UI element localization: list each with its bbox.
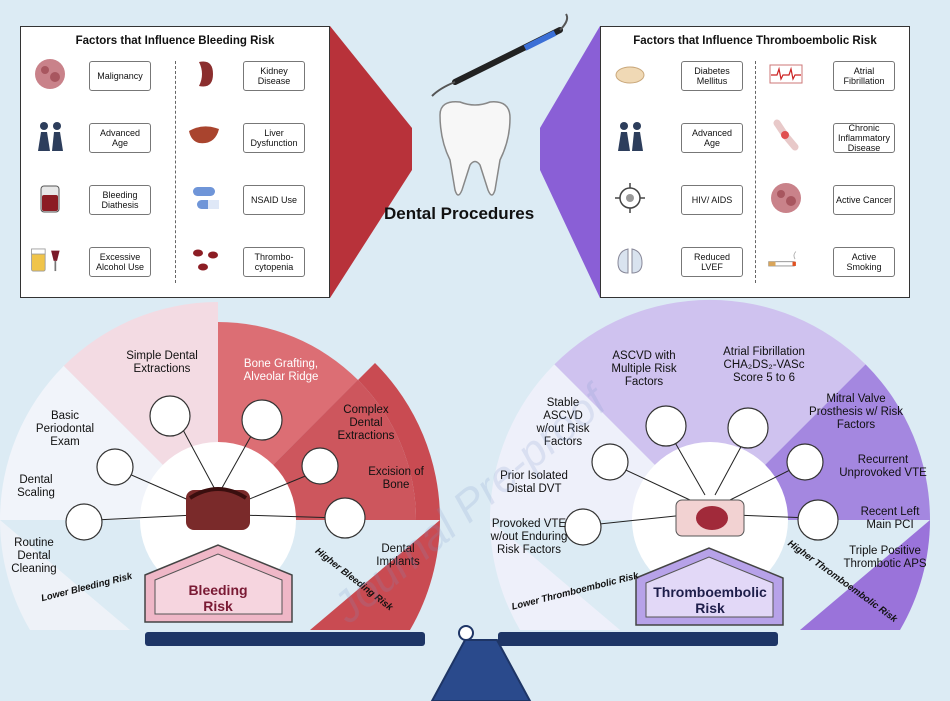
factor-active-cancer: Active Cancer [833, 185, 895, 215]
cond-prior-distal-dvt: Prior Isolated Distal DVT [500, 470, 568, 495]
bleeding-wedge [330, 26, 412, 298]
factor-thrombocytopenia: Thrombo-cytopenia [243, 247, 305, 277]
lungs-heart-icon [617, 248, 643, 274]
virus-icon [615, 183, 645, 213]
cond-triple-positive-aps: Triple Positive Thrombotic APS [843, 545, 927, 570]
cond-ascvd-multiple: ASCVD with Multiple Risk Factors [611, 350, 677, 388]
bleeding-panel-title: Factors that Influence Bleeding Risk [75, 35, 275, 47]
cond-atrial-fibrillation-chadsvasc: Atrial Fibrillation CHA₂DS₂-VASc Score 5… [723, 346, 805, 384]
factor-liver-dysfunction: Liver Dysfunction [243, 123, 305, 153]
tooth-icon [439, 101, 511, 196]
kidney-icon [199, 61, 213, 87]
proc-routine-cleaning: Routine Dental Cleaning [11, 537, 57, 575]
cond-recurrent-vte: Recurrent Unprovoked VTE [839, 454, 927, 479]
alcohol-icon [31, 248, 60, 272]
proc-dental-scaling: Dental Scaling [17, 474, 55, 499]
cond-mitral-valve-prosthesis: Mitral Valve Prosthesis w/ Risk Factors [809, 393, 903, 431]
balance-fulcrum [430, 639, 532, 701]
factor-reduced-lvef: Reduced LVEF [681, 247, 743, 277]
thrombo-icons [564, 405, 839, 546]
platelets-icon [193, 249, 218, 271]
bleeding-factors-panel: Factors that Influence Bleeding Risk Mal… [20, 26, 330, 298]
tumor-icon [35, 59, 65, 89]
thrombo-risk-badge: Thromboembolic Risk [653, 584, 767, 616]
thrombo-fan [489, 299, 931, 630]
bleeding-risk-badge: Bleeding Risk [188, 582, 248, 614]
factor-active-smoking: Active Smoking [833, 247, 895, 277]
balance-beam [145, 632, 425, 646]
proc-bone-grafting: Bone Grafting, Alveolar Ridge [243, 358, 319, 383]
panel-divider [175, 61, 176, 283]
factor-hiv-aids: HIV/ AIDS [681, 185, 743, 215]
gum-bleeding-image [186, 490, 250, 530]
liver-icon [189, 126, 219, 144]
factor-malignancy: Malignancy [89, 61, 151, 91]
elderly-couple-icon [618, 122, 643, 151]
factor-atrial-fibrillation: Atrial Fibrillation [833, 61, 895, 91]
factor-chronic-inflammatory-disease: Chronic Inflammatory Disease [833, 123, 895, 153]
thrombo-panel-title: Factors that Influence Thromboembolic Ri… [633, 35, 877, 47]
joint-icon [773, 119, 799, 151]
factor-nsaid-use: NSAID Use [243, 185, 305, 215]
tumor-icon [771, 183, 801, 213]
elderly-couple-icon [38, 122, 63, 151]
bleeding-icons [65, 395, 366, 541]
factor-advanced-age: Advanced Age [681, 123, 743, 153]
proc-basic-periodontal-exam: Basic Periodontal Exam [35, 410, 95, 448]
thromboembolic-factors-panel: Factors that Influence Thromboembolic Ri… [600, 26, 910, 298]
cond-recent-left-main-pci: Recent Left Main PCI [860, 506, 920, 531]
dental-procedures-title: Dental Procedures [384, 204, 535, 223]
pills-icon [193, 187, 219, 209]
pancreas-icon [615, 66, 645, 84]
cigarette-icon [768, 251, 797, 267]
ecg-icon [769, 64, 803, 84]
factor-advanced-age: Advanced Age [89, 123, 151, 153]
factor-bleeding-diathesis: Bleeding Diathesis [89, 185, 151, 215]
panel-divider [755, 61, 756, 283]
thrombo-wedge [540, 26, 600, 298]
factor-kidney-disease: Kidney Disease [243, 61, 305, 91]
proc-dental-implants: Dental Implants [376, 543, 420, 568]
cond-stable-ascvd: Stable ASCVD w/out Risk Factors [536, 397, 590, 448]
factor-excessive-alcohol-use: Excessive Alcohol Use [89, 247, 151, 277]
proc-simple-extractions: Simple Dental Extractions [126, 350, 198, 375]
proc-excision-of-bone: Excision of Bone [368, 466, 424, 491]
proc-complex-extractions: Complex Dental Extractions [337, 404, 395, 442]
factor-diabetes-mellitus: Diabetes Mellitus [681, 61, 743, 91]
cond-provoked-vte: Provoked VTE w/out Enduring Risk Factors [490, 518, 568, 556]
blood-bag-icon [40, 185, 60, 213]
